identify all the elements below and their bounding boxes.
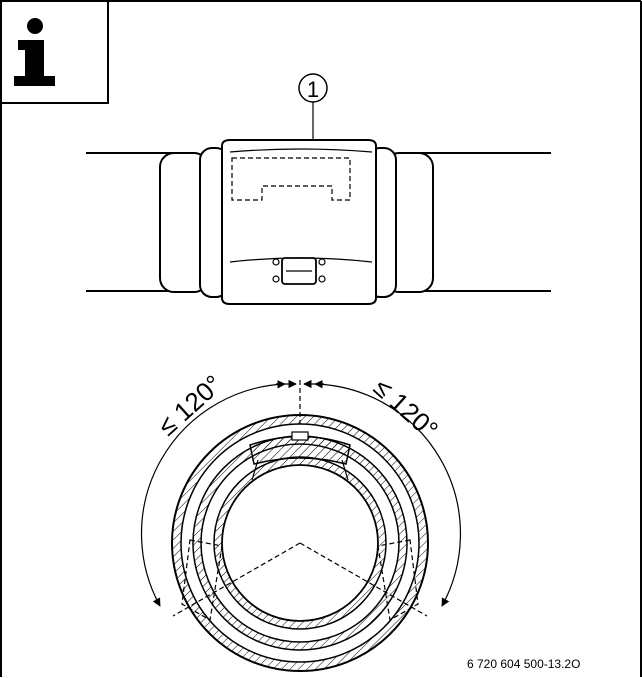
angle-label-left: ≤ 120° [152,369,228,442]
info-icon [14,40,55,86]
cross-section [140,379,461,672]
callout-label: 1 [307,77,319,102]
figure-code: 6 720 604 500-13.2O [467,657,580,671]
info-box [0,0,109,104]
pipe-assembly [86,139,551,305]
angle-label-right: ≤ 120° [368,372,444,445]
info-icon-dot [27,18,43,34]
callout-1: 1 [298,73,328,142]
